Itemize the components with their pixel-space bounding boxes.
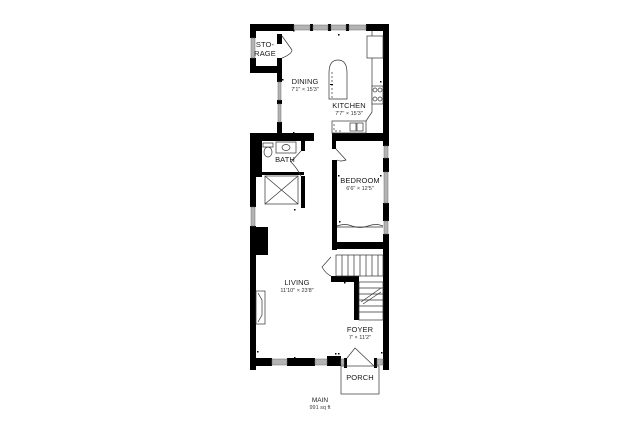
closet bbox=[336, 224, 384, 228]
kitchen-fixtures bbox=[328, 31, 384, 134]
room-name: LIVING bbox=[284, 278, 310, 287]
room-dimensions: 6'6" × 12'5" bbox=[346, 185, 374, 192]
room-name-cont: RAGE bbox=[254, 48, 276, 58]
refrigerator-icon bbox=[366, 35, 384, 59]
stove-icon bbox=[371, 85, 384, 105]
room-dimensions: 7'7" × 15'3" bbox=[335, 110, 363, 117]
floor-area: 991 sq ft bbox=[309, 405, 331, 412]
kitchen-island-icon bbox=[328, 59, 348, 100]
room-name: FOYER bbox=[346, 325, 374, 334]
room-label-bath: BATH bbox=[275, 155, 295, 165]
bath-fixtures bbox=[262, 141, 299, 205]
fireplace bbox=[255, 290, 266, 325]
fireplace-icon bbox=[255, 290, 266, 325]
room-name: PORCH bbox=[346, 373, 374, 382]
room-label-foyer: FOYER 7' × 11'2" bbox=[346, 325, 374, 341]
floor-summary: MAIN 991 sq ft bbox=[309, 397, 330, 413]
room-label-living: LIVING 11'10" × 23'8" bbox=[280, 278, 314, 294]
room-name: STO- bbox=[255, 40, 275, 49]
vanity-icon bbox=[275, 141, 297, 154]
floor-name: MAIN bbox=[311, 397, 329, 404]
room-label-storage: STO- RAGE bbox=[254, 40, 276, 58]
doors bbox=[281, 35, 375, 367]
markers bbox=[257, 30, 383, 359]
room-name: BATH bbox=[275, 155, 295, 164]
room-dimensions: 7' × 11'2" bbox=[348, 334, 372, 341]
toilet-icon bbox=[263, 146, 273, 158]
room-label-kitchen: KITCHEN 7'7" × 15'3" bbox=[332, 101, 366, 117]
room-name: BEDROOM bbox=[340, 176, 380, 185]
room-name: DINING bbox=[291, 77, 319, 86]
room-dimensions: 7'1" × 15'3" bbox=[291, 86, 319, 93]
room-label-dining: DINING 7'1" × 15'3" bbox=[291, 77, 319, 93]
room-label-bedroom: BEDROOM 6'6" × 12'5" bbox=[340, 176, 380, 192]
room-dimensions: 11'10" × 23'8" bbox=[280, 287, 314, 294]
windows bbox=[250, 24, 389, 366]
room-name: KITCHEN bbox=[332, 101, 366, 110]
room-label-porch: PORCH bbox=[346, 373, 374, 383]
sink-icon bbox=[349, 122, 357, 132]
walls bbox=[250, 24, 389, 370]
porch-outline bbox=[340, 365, 380, 395]
stairs bbox=[335, 254, 384, 321]
